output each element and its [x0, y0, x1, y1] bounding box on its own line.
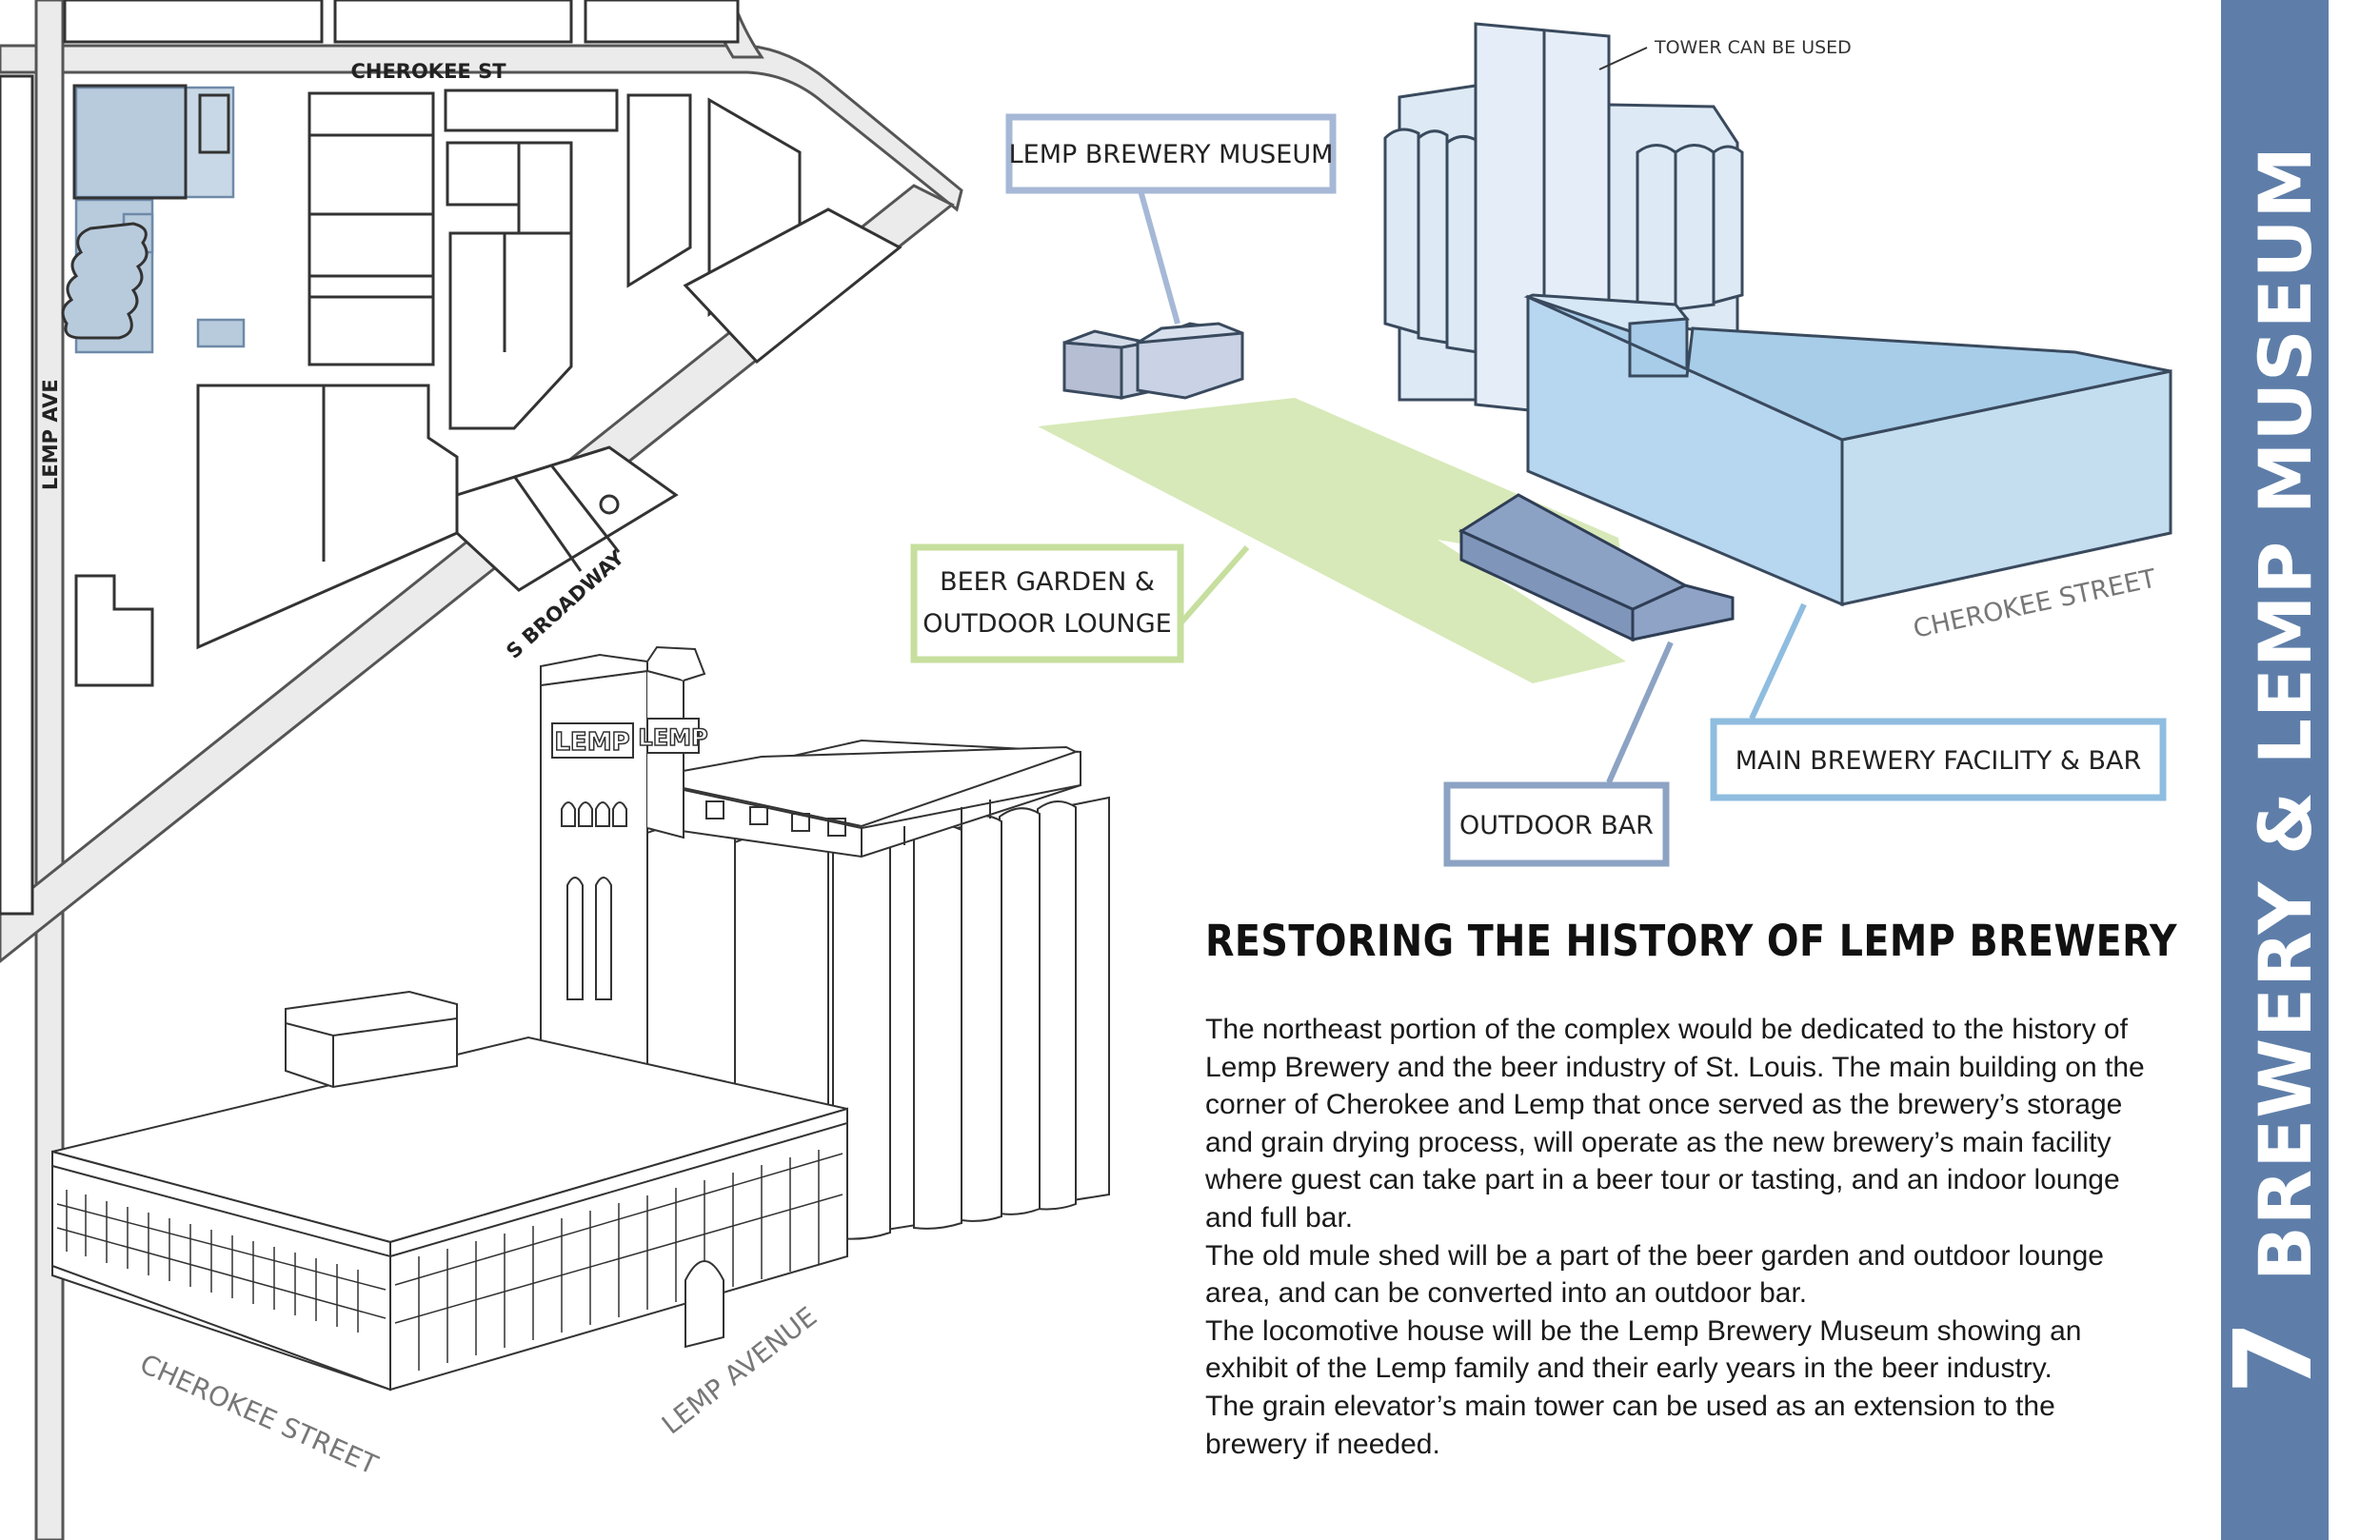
silo [1383, 128, 1420, 335]
svg-text:BEER GARDEN &: BEER GARDEN & [940, 567, 1155, 597]
silo [1037, 800, 1077, 1211]
silo [913, 823, 962, 1230]
beer-garden-area [1038, 398, 1626, 683]
garden-leader [1178, 545, 1250, 625]
svg-text:LEMP BREWERY MUSEUM: LEMP BREWERY MUSEUM [1009, 140, 1334, 169]
block [0, 74, 34, 916]
s-broadway-road [0, 184, 955, 963]
drawing-street-label-lemp: LEMP AVENUE [656, 1300, 823, 1440]
site-highlight [196, 318, 246, 348]
chapter-title: BREWERY & LEMP MUSEUM [2243, 145, 2328, 1282]
block [517, 141, 573, 235]
paragraph: The locomotive house will be the Lemp Br… [1205, 1314, 2082, 1385]
facility-leader [1749, 602, 1807, 721]
block [196, 384, 459, 650]
silo [961, 815, 1002, 1222]
cherokee-st-road [0, 44, 963, 212]
lemp-sign-side: LEMP [638, 724, 707, 751]
main-facility-building [1523, 293, 2172, 607]
svg-text:OUTDOOR LOUNGE: OUTDOOR LOUNGE [922, 609, 1171, 639]
outdoor-bar-building [1458, 493, 1735, 642]
block [63, 0, 324, 44]
svg-text:MAIN BREWERY FACILITY & BAR: MAIN BREWERY FACILITY & BAR [1735, 746, 2142, 776]
museum-building [1062, 322, 1244, 400]
street-label-lemp-ave: LEMP AVE [39, 379, 62, 490]
silo [1674, 144, 1716, 311]
block [444, 89, 619, 132]
block [448, 231, 573, 430]
label-museum: LEMP BREWERY MUSEUM [1005, 113, 1337, 194]
label-outdoor-bar: OUTDOOR BAR [1443, 781, 1670, 867]
street-label-cherokee: CHEROKEE ST [350, 60, 506, 83]
paragraph: The old mule shed will be a part of the … [1205, 1239, 2104, 1310]
museum-leader [1138, 189, 1180, 325]
block [333, 0, 573, 44]
tower-note: TOWER CAN BE USED [1654, 37, 1852, 58]
tree-cluster [61, 222, 149, 340]
chapter-sidebar [2221, 0, 2329, 1540]
circle-marker [599, 494, 620, 515]
front-windows [56, 1190, 387, 1333]
paragraph: The northeast portion of the complex wou… [1205, 1014, 2145, 1234]
aerial-massing: TOWER CAN BE USED [910, 22, 2172, 867]
side-windows [394, 1150, 843, 1371]
block [307, 91, 435, 366]
section-title: RESTORING THE HISTORY OF LEMP BREWERY [1205, 916, 2178, 966]
site-highlight [74, 86, 188, 199]
silo [1445, 135, 1479, 354]
label-beer-garden: BEER GARDEN & OUTDOOR LOUNGE [910, 543, 1184, 663]
description-text: The northeast portion of the complex wou… [1205, 1011, 2157, 1463]
tower-note-leader [1598, 47, 1648, 70]
svg-text:OUTDOOR BAR: OUTDOOR BAR [1459, 811, 1654, 840]
chapter-label: 7 BREWERY & LEMP MUSEUM [2212, 145, 2336, 1394]
bar-leader [1606, 641, 1674, 784]
silo [1417, 129, 1449, 345]
silo [1712, 145, 1744, 305]
chapter-number: 7 [2212, 1319, 2336, 1395]
lemp-sign-front: LEMP [554, 728, 629, 757]
paragraph: The grain elevator’s main tower can be u… [1205, 1390, 2055, 1460]
building-outline [198, 93, 230, 154]
block [683, 207, 902, 365]
block [626, 93, 692, 288]
silo [1636, 144, 1677, 316]
block [584, 0, 740, 44]
lemp-ave-road [34, 0, 65, 1540]
site-highlight [184, 86, 235, 199]
block [455, 445, 679, 592]
silo [999, 807, 1041, 1215]
label-main-facility: MAIN BREWERY FACILITY & BAR [1710, 718, 2167, 801]
building-perspective: CHEROKEE STREET LEMP AVENUE LEMP LEMP [51, 645, 1110, 1481]
building-outline [72, 84, 188, 200]
block [74, 574, 154, 687]
